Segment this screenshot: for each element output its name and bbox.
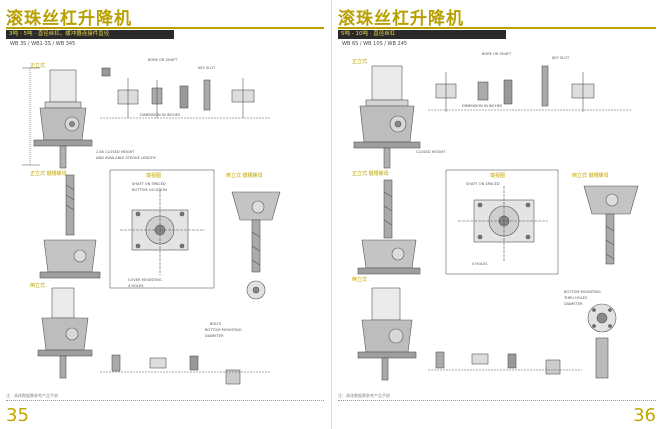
inverted-jack-drawing	[37, 287, 93, 379]
inverted-keyed-drawing	[231, 191, 281, 300]
note-cover-mounting: COVER MOUNTING	[128, 278, 162, 282]
view-label-end-view: 端视图	[146, 173, 162, 179]
bottom-flange-drawing	[587, 303, 617, 379]
note-closed-height: 2.80 CLOSED HEIGHT	[96, 150, 135, 154]
note-holes: 4 HOLES	[128, 284, 144, 288]
upright-keyed-drawing	[39, 174, 101, 279]
technical-drawing-right	[353, 65, 639, 381]
catalog-page-left: 滚珠丝杠升降机 3吨 - 5吨 · 直径丝杠，缓冲器连接件直径 WB 3S / …	[6, 9, 324, 426]
note-shaft-spaced: SHAFT ON SPACED	[466, 182, 500, 186]
note-bottom-mounting: BOTTOM MOUNTING	[205, 328, 242, 332]
technical-drawing-left	[22, 67, 281, 385]
page-number: 36	[633, 405, 656, 426]
catalog-page-right: 滚珠丝杠升降机 5吨 - 10吨 · 直径丝杠 WB 6S / WB 10S /…	[332, 0, 664, 429]
inverted-keyed-drawing	[583, 185, 639, 265]
end-view-box	[109, 169, 215, 289]
page-title: 滚珠丝杠升降机	[6, 9, 132, 29]
note-bore: BORE OR SHAFT	[482, 52, 512, 56]
view-label-upright-keyed: 正立式 键槽螺母	[352, 171, 389, 177]
view-label-inverted: 倒立式	[30, 283, 46, 289]
note-closed-height: CLOSED HEIGHT	[416, 150, 446, 154]
footer-rule	[338, 400, 656, 401]
spec-banner: 5吨 - 10吨 · 直径丝杠	[338, 30, 506, 39]
note-bore: BORE OR SHAFT	[148, 58, 178, 62]
note-holes: 4 HOLES	[472, 262, 488, 266]
note-bottom-location: BOTTOM LOCATION	[132, 188, 167, 192]
end-view-box	[445, 169, 559, 275]
footer-rule	[6, 400, 324, 401]
note-bolts: BOLTS	[210, 322, 222, 326]
title-rule	[6, 27, 324, 29]
note-diameter: DIAMETER	[564, 302, 583, 306]
note-key-slot: KEY SLOT	[198, 66, 216, 70]
model-list: WB 3S / WB1-3S / WB 345	[10, 41, 76, 47]
note-stroke: AND AVAILABLE STROKE LENGTH	[96, 156, 156, 160]
view-label-inverted-keyed: 倒立式 键槽螺母	[572, 173, 609, 179]
end-fittings-drawing	[100, 67, 270, 119]
note-shaft-spaced: SHAFT ON SPACED	[132, 182, 166, 186]
view-label-end-view: 端视图	[490, 173, 506, 179]
note-dimension: DIMENSION IN INCHES	[462, 104, 503, 108]
model-list: WB 6S / WB 10S / WB 245	[342, 41, 408, 47]
note-dimension: DIMENSION IN INCHES	[140, 113, 181, 117]
spec-banner: 3吨 - 5吨 · 直径丝杠，缓冲器连接件直径	[6, 30, 174, 39]
page-title: 滚珠丝杠升降机	[338, 9, 464, 29]
footer-note: 注：具体数据需参考产品手册	[338, 393, 390, 398]
view-label-upright-keyed: 正立式 键槽螺母	[30, 171, 67, 177]
end-fittings-drawing	[428, 65, 632, 112]
footer-note: 注：具体数据需参考产品手册	[6, 393, 58, 398]
main-jack-drawing	[353, 65, 421, 169]
bottom-fittings-drawing	[428, 351, 582, 375]
view-label-upright: 正立式	[352, 59, 368, 65]
note-diameter: DIAMETER	[205, 334, 224, 338]
title-rule	[338, 27, 656, 29]
bottom-fittings-drawing	[100, 354, 270, 385]
main-jack-drawing	[22, 67, 93, 169]
page-number: 35	[6, 405, 29, 426]
spine-divider	[331, 0, 332, 429]
view-label-inverted-keyed: 倒立式 键槽螺母	[226, 173, 263, 179]
inverted-jack-drawing	[357, 287, 417, 381]
note-bottom-mounting: BOTTOM MOUNTING	[564, 290, 601, 294]
note-thru-holes: THRU HOLES	[564, 296, 588, 300]
view-label-inverted: 倒立式	[352, 277, 368, 283]
note-key-slot: KEY SLOT	[552, 56, 570, 60]
upright-keyed-drawing	[357, 179, 421, 275]
view-label-upright: 正立式	[30, 63, 46, 69]
